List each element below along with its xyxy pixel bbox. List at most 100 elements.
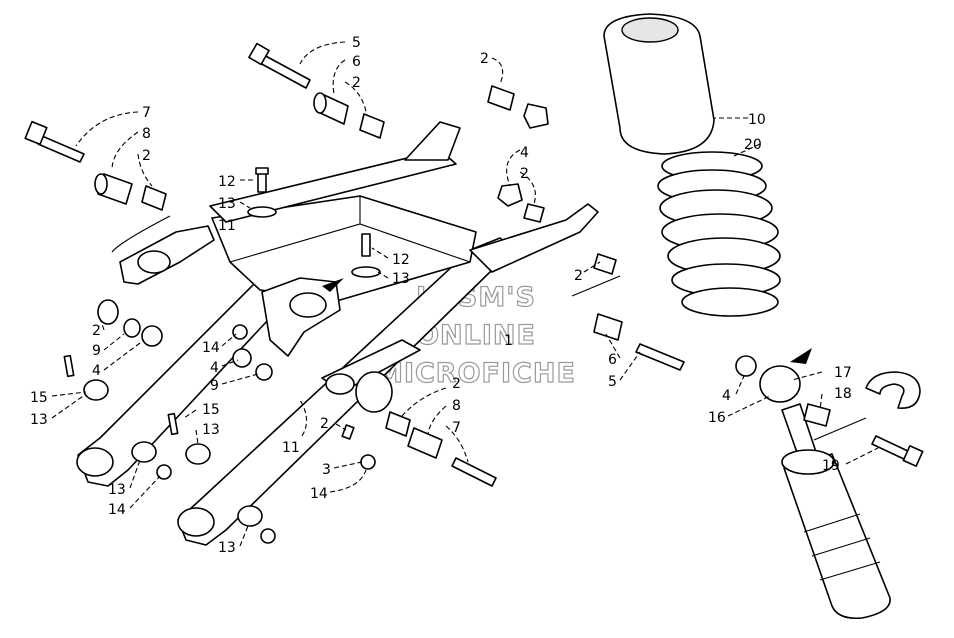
nut-14 [156, 464, 172, 480]
callout-4: 4 [722, 388, 731, 404]
leader-lines [51, 41, 879, 547]
callout-12: 12 [218, 174, 236, 190]
callout-8: 8 [452, 398, 461, 414]
nut-4 [497, 183, 523, 207]
cross-plate [211, 195, 477, 301]
left-clevis-hole [137, 250, 171, 274]
callout-13: 13 [218, 540, 236, 556]
upper-shaft [209, 149, 457, 223]
callout-5: 5 [608, 374, 617, 390]
bushing-2 [523, 203, 545, 223]
left-arm-eye [76, 447, 114, 477]
callout-6: 6 [352, 54, 361, 70]
bolt-15 [63, 354, 75, 378]
nut-3 [360, 454, 376, 470]
bushing-2 [97, 299, 119, 325]
direction-arrow-icon [790, 348, 812, 364]
washer-13 [351, 266, 381, 278]
callout-11: 11 [282, 440, 300, 456]
shock-eye-16 [759, 365, 801, 403]
bolt-7 [451, 457, 497, 487]
callout-6: 6 [608, 352, 617, 368]
callout-18: 18 [834, 386, 852, 402]
callout-19: 19 [822, 458, 840, 474]
nut-4 [232, 348, 252, 368]
callout-11: 11 [218, 218, 236, 234]
callout-4: 4 [210, 360, 219, 376]
bolt-15 [167, 412, 179, 436]
callout-8: 8 [142, 126, 151, 142]
callout-2: 2 [320, 416, 329, 432]
washer-13 [247, 206, 277, 218]
callouts: 5 6 2 7 8 2 2 4 2 12 13 11 12 13 2 1 2 9… [30, 35, 852, 556]
washer-13 [185, 443, 211, 465]
callout-13: 13 [30, 412, 48, 428]
callout-14: 14 [108, 502, 126, 518]
bushing-2 [141, 185, 167, 211]
bushing-8 [407, 427, 443, 459]
callout-10: 10 [748, 112, 766, 128]
bushing-2 [359, 113, 385, 139]
callout-2: 2 [452, 376, 461, 392]
shock-body [783, 453, 891, 620]
callout-7: 7 [452, 420, 461, 436]
hardware [24, 42, 685, 544]
upper-bracket [404, 121, 461, 161]
bolt-5 [257, 53, 311, 89]
callout-4: 4 [520, 145, 529, 161]
washer-9 [123, 318, 141, 338]
callout-2: 2 [520, 166, 529, 182]
boot-10 [603, 13, 715, 155]
pin-2 [341, 424, 355, 440]
callout-2: 2 [352, 75, 361, 91]
callout-3: 3 [322, 462, 331, 478]
bolt-7 [37, 135, 85, 163]
callout-13: 13 [108, 482, 126, 498]
callout-20: 20 [744, 137, 762, 153]
callout-14: 14 [310, 486, 328, 502]
callout-5: 5 [352, 35, 361, 51]
bolt-5 [635, 343, 685, 371]
callout-13: 13 [202, 422, 220, 438]
nut-14 [232, 324, 248, 340]
bushing-2 [593, 253, 617, 275]
bushing-6 [593, 313, 623, 341]
callout-12: 12 [392, 252, 410, 268]
nut-4 [735, 355, 757, 377]
direction-arrow-icon [322, 278, 344, 292]
callout-13: 13 [392, 271, 410, 287]
callout-1: 1 [504, 333, 513, 349]
callout-17: 17 [834, 365, 852, 381]
callout-16: 16 [708, 410, 726, 426]
right-arm-eye [177, 507, 215, 537]
right-upper-lever [469, 203, 599, 273]
watermark-line-3: MICROFICHE [376, 358, 576, 389]
callout-13: 13 [218, 196, 236, 212]
washer-13 [83, 379, 109, 401]
bolt-12 [257, 171, 267, 193]
washer-9 [255, 363, 273, 381]
spring-20 [657, 151, 781, 317]
callout-9: 9 [92, 343, 101, 359]
spacer-18 [803, 403, 831, 427]
washer-13 [131, 441, 157, 463]
callout-9: 9 [210, 378, 219, 394]
callout-15: 15 [202, 402, 220, 418]
callout-7: 7 [142, 105, 151, 121]
callout-2: 2 [480, 51, 489, 67]
callout-4: 4 [92, 363, 101, 379]
bushing-2 [385, 411, 411, 437]
washer-13 [237, 505, 263, 527]
callout-14: 14 [202, 340, 220, 356]
nut-14 [260, 528, 276, 544]
ring-17 [865, 371, 921, 409]
bushing-2 [487, 85, 515, 111]
shock-assembly [603, 13, 924, 620]
nut-4 [141, 325, 163, 347]
callout-2: 2 [142, 148, 151, 164]
callout-2: 2 [92, 323, 101, 339]
rear-arm-assembly [76, 121, 812, 546]
nut-4 [523, 103, 549, 129]
callout-2: 2 [574, 268, 583, 284]
